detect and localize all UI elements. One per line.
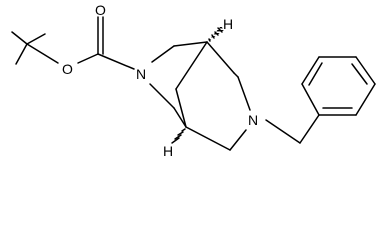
ring-bond (355, 83, 376, 116)
carbonyl-oxygen-label: O (95, 2, 106, 18)
tbu-to-oxygen-bond (26, 43, 59, 64)
bridgehead-h-top-label: H (223, 16, 233, 32)
benzene-ring (301, 56, 376, 116)
benzyl-group (265, 56, 376, 144)
ring-bond (355, 56, 376, 85)
bridge-top-bond (175, 41, 208, 90)
molecule-structure: O O N N H H (11, 2, 376, 159)
hashed-bond-top-lines (208, 27, 223, 42)
methyl-bond-top (26, 33, 46, 45)
tert-butyl-group (11, 31, 59, 65)
ring-bond (301, 83, 320, 116)
bicyclic-core (149, 41, 251, 151)
ch2-to-bridgehead-top-bond (173, 41, 208, 47)
bridgehead-top-to-ch2-bond (206, 41, 235, 74)
n-to-ch2-top-bond (151, 45, 175, 63)
n-to-ch2-bottom-bond (149, 83, 175, 109)
hash-line (211, 34, 215, 39)
bridgehead-bottom-to-ch2-bond (185, 126, 231, 151)
ring-inner-double-bond (308, 62, 323, 86)
carbonyl-to-nitrogen-bond (97, 53, 135, 70)
bridgehead-h-bottom-label: H (163, 143, 173, 159)
hash-line (177, 131, 184, 136)
hash-line (171, 137, 180, 144)
hash-line (208, 38, 211, 42)
methyl-bond-bottom (15, 43, 28, 65)
hash-line (174, 134, 182, 140)
atom-labels: O O N N H H (62, 2, 258, 159)
carbamate-nitrogen-label: N (136, 66, 146, 82)
structure-canvas: O O N N H H (11, 2, 376, 159)
stereo-bonds (171, 26, 224, 144)
ester-o-carbonyl-bond (77, 53, 99, 64)
ring-bond (301, 56, 320, 85)
bridge-bottom-bond (175, 88, 187, 128)
ester-oxygen-label: O (62, 61, 73, 77)
methyl-bond-left (11, 31, 28, 45)
hash-line (217, 27, 223, 33)
benzyl-nitrogen-label: N (248, 112, 258, 128)
n-to-ch2-benzyl-bond (265, 119, 301, 144)
hashed-bond-bottom-lines (171, 128, 186, 144)
ch2-to-nitrogen-bond (229, 129, 247, 151)
carbamate-group (77, 16, 135, 70)
ch2-to-nitrogen-benzyl-bond (237, 76, 251, 111)
ring-inner-double-bond (351, 63, 368, 85)
ch2-right-upper-bond (233, 72, 239, 78)
hash-line (181, 128, 186, 132)
hash-line (214, 31, 219, 36)
ch2-to-bridgehead-bottom-bond (173, 107, 187, 128)
ch2-to-ring-bond (299, 114, 320, 144)
